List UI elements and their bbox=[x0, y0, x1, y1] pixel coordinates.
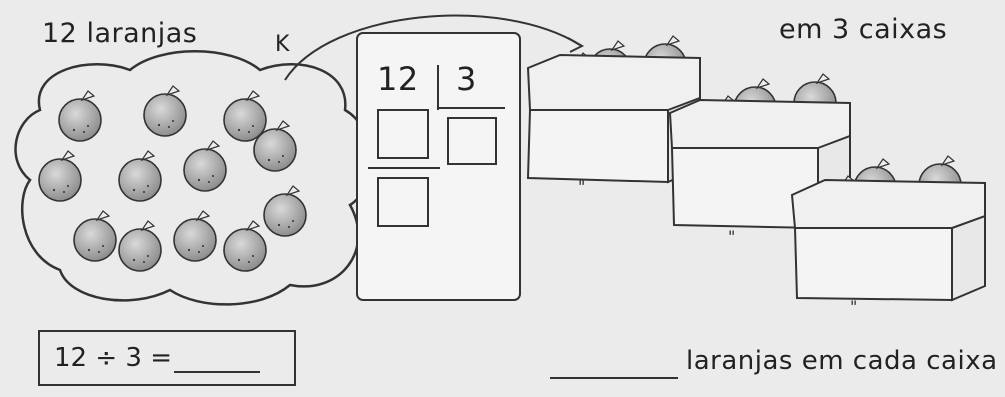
remainder-box bbox=[377, 177, 429, 227]
equation-text: 12 ÷ 3 = bbox=[54, 343, 172, 373]
orange-icon bbox=[38, 150, 82, 202]
orange-icon bbox=[118, 150, 162, 202]
svg-text:": " bbox=[850, 297, 857, 316]
boxes-count-label: em 3 caixas bbox=[779, 14, 948, 45]
svg-text:": " bbox=[728, 227, 735, 246]
orange-icon bbox=[73, 210, 117, 262]
orange-icon bbox=[263, 185, 307, 237]
crate-1: " bbox=[526, 35, 701, 196]
orange-icon bbox=[173, 210, 217, 262]
oranges-count-label: 12 laranjas bbox=[42, 18, 198, 49]
orange-icon bbox=[58, 90, 102, 142]
answer-suffix-label: laranjas em cada caixa bbox=[686, 346, 998, 376]
orange-icon bbox=[223, 90, 267, 142]
division-card bbox=[356, 32, 521, 301]
oranges-per-box-blank[interactable] bbox=[550, 355, 678, 379]
orange-icon bbox=[118, 220, 162, 272]
product-box bbox=[377, 109, 429, 159]
division-dividend: 12 bbox=[377, 60, 419, 98]
svg-text:": " bbox=[578, 177, 585, 196]
equation-box: 12 ÷ 3 = bbox=[38, 330, 296, 386]
crate-3: " bbox=[790, 155, 986, 316]
quotient-box bbox=[447, 117, 497, 165]
arrow-to-boxes bbox=[284, 14, 581, 81]
oranges-cloud bbox=[14, 50, 372, 306]
orange-icon bbox=[223, 220, 267, 272]
equation-answer-blank[interactable] bbox=[174, 347, 260, 373]
orange-icon bbox=[183, 140, 227, 192]
division-divisor: 3 bbox=[456, 60, 477, 98]
check-mark: K bbox=[275, 32, 290, 57]
orange-icon bbox=[143, 85, 187, 137]
